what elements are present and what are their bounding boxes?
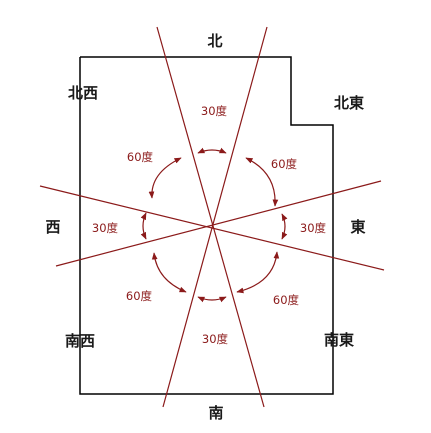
arc-arrow-west [140, 212, 147, 240]
arc-arrow-south [197, 296, 227, 303]
divider-line-east-west-lower [55, 180, 382, 267]
angle-label-west: 30度 [92, 221, 119, 235]
divider-lines [39, 26, 385, 408]
angle-arcs [140, 147, 288, 303]
divider-line-north-south-right [162, 26, 268, 408]
direction-label-southeast: 南東 [324, 331, 354, 349]
arc-arrow-southeast [236, 251, 280, 294]
angle-label-southwest: 60度 [126, 289, 153, 303]
direction-label-northeast: 北東 [334, 94, 364, 112]
angle-label-southeast: 60度 [273, 293, 300, 307]
angle-label-north: 30度 [201, 104, 228, 118]
arc-arrow-northeast [245, 157, 279, 207]
angle-label-south: 30度 [202, 332, 229, 346]
divider-line-north-south-left [156, 26, 265, 408]
direction-label-southwest: 南西 [65, 332, 95, 350]
arc-arrow-east [281, 213, 288, 240]
angle-label-east: 30度 [300, 221, 327, 235]
direction-label-northwest: 北西 [68, 84, 98, 102]
angle-label-northwest: 60度 [127, 150, 154, 164]
direction-label-west: 西 [45, 218, 60, 236]
arc-arrow-southwest [151, 252, 187, 293]
arc-arrow-north [197, 147, 227, 154]
direction-label-north: 北 [207, 32, 222, 50]
house-outline [79, 56, 334, 395]
angle-label-northeast: 60度 [271, 157, 298, 171]
divider-line-east-west-upper [39, 185, 385, 271]
direction-label-south: 南 [208, 404, 223, 422]
arc-arrow-northwest [148, 157, 182, 199]
direction-label-east: 東 [350, 218, 365, 236]
